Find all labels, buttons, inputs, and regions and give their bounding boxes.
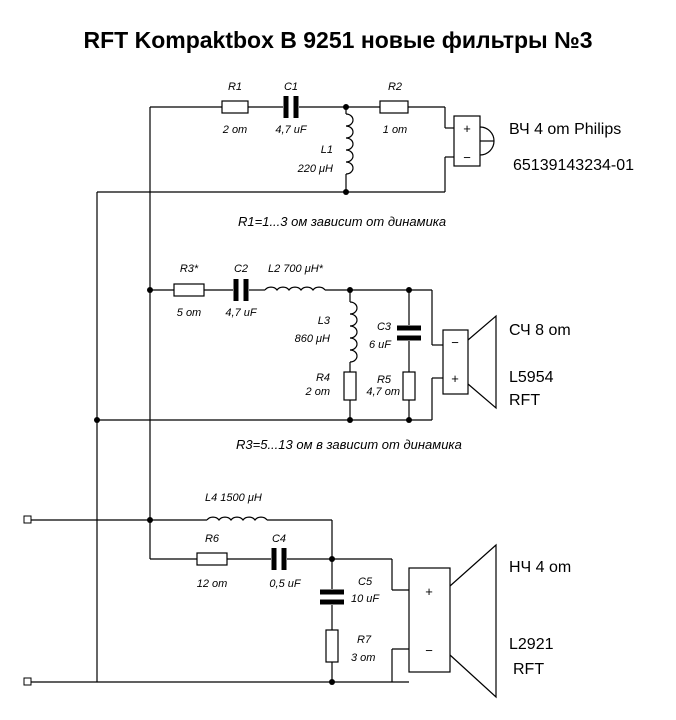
r2-resistor (379, 100, 409, 114)
input-terminal-ground (23, 677, 32, 686)
r3-resistor (173, 283, 205, 297)
woofer-terminal-block (408, 567, 451, 673)
midrange-label: СЧ 8 om (509, 322, 571, 339)
c4-name: C4 (272, 533, 286, 545)
woofer-plus: + (425, 584, 433, 599)
l1-inductor (345, 113, 354, 175)
r7-name: R7 (357, 634, 372, 646)
r3-name: R3* (180, 263, 199, 275)
midrange-model: L5954 (509, 369, 554, 386)
c1-value: 4,7 uF (275, 124, 307, 136)
r1-name: R1 (228, 81, 242, 93)
r5-value: 4,7 om (366, 386, 400, 398)
schematic-title: RFT Kompaktbox B 9251 новые фильтры №3 (83, 27, 592, 53)
c4-value: 0,5 uF (269, 578, 301, 590)
mf-note: R3=5...13 ом в зависит от динамика (236, 437, 462, 452)
l1-name: L1 (321, 144, 333, 156)
c5-value: 10 uF (351, 593, 380, 605)
l3-value: 860 μH (295, 333, 330, 345)
tweeter-model: 65139143234-01 (513, 157, 634, 174)
tweeter-terminal-block (453, 115, 481, 167)
c1-name: C1 (284, 81, 298, 93)
r6-value: 12 om (197, 578, 228, 590)
midrange-terminal-block (442, 329, 469, 395)
c2-name: C2 (234, 263, 248, 275)
tweeter-label: ВЧ 4 om Philips (509, 121, 621, 138)
woofer-model: L2921 (509, 636, 554, 653)
c5-name: C5 (358, 576, 373, 588)
lf-filter: + − L4 1500 μH R6 12 om C4 0,5 uF C5 10 … (147, 492, 571, 699)
r5-name: R5 (377, 374, 392, 386)
midrange-cone (467, 314, 497, 410)
hf-note: R1=1...3 ом зависит от динамика (238, 214, 446, 229)
woofer-label: НЧ 4 om (509, 559, 571, 576)
r7-value: 3 om (351, 652, 375, 664)
mf-filter: − + R3* 5 om C2 4,7 uF L2 700 μH* L3 860… (94, 263, 571, 452)
l1-value: 220 μH (297, 163, 333, 175)
r1-value: 2 om (222, 124, 247, 136)
r6-name: R6 (205, 533, 220, 545)
woofer-brand: RFT (513, 661, 544, 678)
c3-value: 6 uF (369, 339, 392, 351)
l3-inductor (349, 301, 358, 363)
r4-resistor (343, 371, 357, 401)
r7-resistor (325, 629, 339, 663)
tweeter-minus: − (463, 150, 471, 165)
l3-name: L3 (318, 315, 331, 327)
r6-resistor (196, 552, 228, 566)
r4-value: 2 om (305, 386, 330, 398)
l2-label: L2 700 μH* (268, 263, 324, 275)
r2-name: R2 (388, 81, 402, 93)
r2-value: 1 om (383, 124, 407, 136)
l2-inductor (264, 286, 326, 292)
input-terminal-signal (23, 515, 32, 524)
tweeter-plus: + (463, 121, 471, 136)
l4-label: L4 1500 μH (205, 492, 262, 504)
woofer-cone (449, 543, 497, 699)
r5-resistor (402, 371, 416, 401)
r3-value: 5 om (177, 307, 201, 319)
c2-value: 4,7 uF (225, 307, 257, 319)
r4-name: R4 (316, 372, 330, 384)
l4-inductor (206, 516, 268, 522)
hf-filter: + − R1 2 om C1 4,7 uF R2 1 om L1 220 μH … (97, 81, 634, 229)
midrange-brand: RFT (509, 392, 540, 409)
midrange-minus: − (451, 335, 459, 350)
woofer-minus: − (425, 643, 433, 658)
r1-resistor (221, 100, 249, 114)
c3-name: C3 (377, 321, 392, 333)
midrange-plus: + (451, 371, 459, 386)
